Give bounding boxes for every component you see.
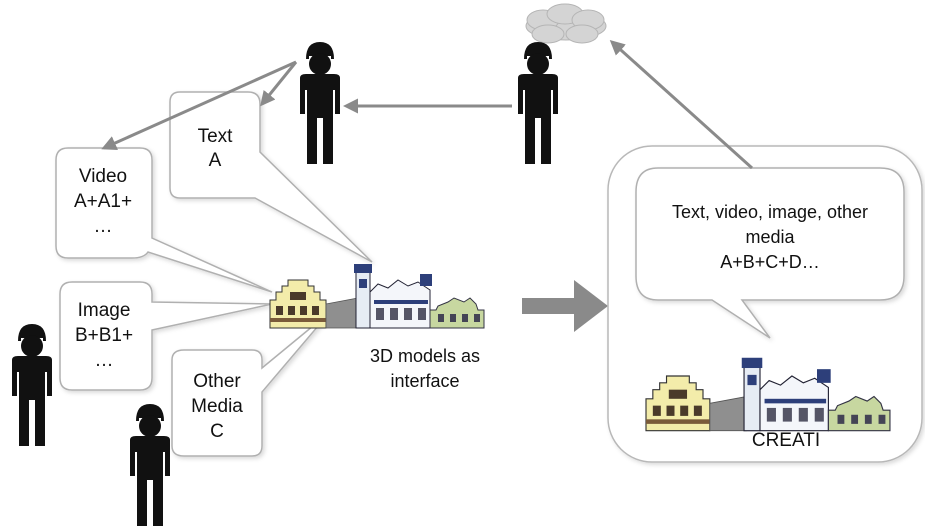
building-icon: [269, 263, 485, 329]
arrow-to-cloud: [609, 39, 754, 170]
person-icon: [12, 324, 52, 446]
creati-label: CREATI: [752, 430, 820, 451]
person-icon: [130, 404, 170, 526]
creati-bubble-line2: media: [745, 227, 795, 247]
arrow-icon: [522, 280, 608, 332]
other-media-line2: Media: [191, 396, 243, 417]
arrow-to-video: [101, 60, 297, 150]
flow-arrows: [101, 39, 754, 170]
image-bubble: [59, 281, 273, 391]
other-media-line3: C: [210, 421, 224, 442]
text-bubble-line2: A: [209, 150, 222, 171]
creati-bubble-line3: A+B+C+D…: [720, 252, 820, 272]
text-bubble-line1: Text: [198, 126, 234, 147]
other-media-line1: Other: [193, 371, 241, 392]
image-bubble-line1: Image: [78, 300, 131, 321]
person-icon: [518, 42, 558, 164]
text-bubble: [169, 91, 373, 263]
video-bubble: [55, 147, 273, 293]
image-bubble-line3: …: [95, 350, 114, 371]
thought-cloud-icon: [525, 3, 607, 44]
arrow-to-text: [260, 61, 298, 107]
video-bubble-line2: A+A1+: [74, 191, 132, 212]
person-icon: [300, 42, 340, 164]
creati-bubble-line1: Text, video, image, other: [672, 202, 868, 222]
interface-label-line1: 3D models as: [370, 346, 480, 366]
interface-label-line2: interface: [390, 371, 459, 391]
image-bubble-line2: B+B1+: [75, 325, 133, 346]
other-media-bubble: [171, 311, 331, 457]
video-bubble-line3: …: [94, 216, 113, 237]
video-bubble-line1: Video: [79, 166, 127, 187]
creati-speech-bubble: [635, 167, 905, 339]
